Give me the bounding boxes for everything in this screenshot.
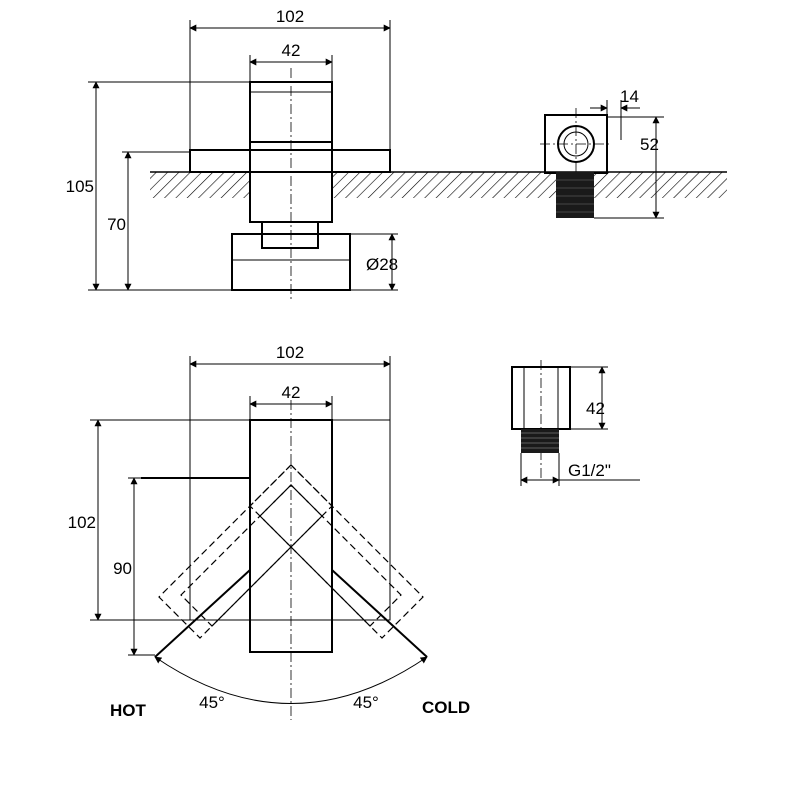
flange-plate (189, 149, 391, 173)
dim-top-diameter: Ø28 (366, 255, 398, 274)
dim-side-offset: 14 (620, 87, 639, 106)
hot-label: HOT (110, 701, 147, 720)
dim-top-height-total: 105 (66, 177, 94, 196)
dim-connector-height: 42 (586, 399, 605, 418)
flange-outline (189, 419, 391, 621)
angle-left-label: 45° (199, 693, 225, 712)
top-elevation-view: 102 42 105 70 Ø28 (66, 7, 727, 300)
angle-right-label: 45° (353, 693, 379, 712)
dim-front-width-outer: 102 (276, 343, 304, 362)
dim-top-width-outer: 102 (276, 7, 304, 26)
handle-rotated-left (158, 464, 424, 639)
wall-hatch-left (150, 172, 250, 198)
dim-front-width-inner: 42 (282, 383, 301, 402)
wall-hatch-right (332, 172, 727, 198)
dim-connector-thread: G1/2" (568, 461, 611, 480)
dim-top-width-inner: 42 (282, 41, 301, 60)
handle-rotated-inner (180, 484, 402, 627)
side-detail-view: 14 52 (540, 87, 664, 219)
front-view: 102 42 102 90 45° 45° HOT COLD (68, 343, 470, 720)
dim-front-height-outer: 102 (68, 513, 96, 532)
dim-side-height: 52 (640, 135, 659, 154)
connector-detail-view: 42 G1/2" (511, 360, 640, 486)
cold-label: COLD (422, 698, 470, 717)
dim-front-height-inner: 90 (113, 559, 132, 578)
threaded-stub (556, 172, 594, 218)
rotation-arc (154, 656, 428, 704)
dim-top-height-above-wall: 70 (107, 215, 126, 234)
